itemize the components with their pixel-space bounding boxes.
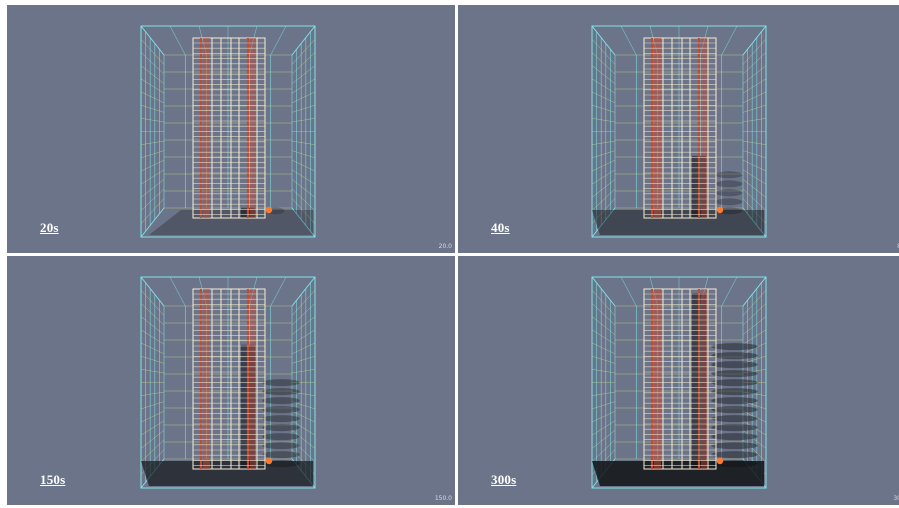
time-label: 40s — [491, 220, 510, 235]
time-label: 300s — [491, 472, 517, 487]
time-counter: 20.0 — [438, 243, 452, 250]
smoke-plume — [141, 344, 313, 486]
smoke-plume — [592, 155, 764, 235]
time-label: 20s — [40, 220, 59, 235]
fire-source — [716, 206, 724, 214]
fire-source — [716, 457, 724, 465]
simulation-render — [140, 276, 316, 489]
building-model — [643, 37, 717, 219]
simulation-panel-20s: 20s 20.0 — [7, 5, 455, 253]
building-model — [643, 288, 717, 470]
time-label: 150s — [40, 472, 66, 487]
building-model — [192, 37, 266, 219]
domain-grid — [140, 25, 316, 238]
simulation-panel-40s: 40s 8 — [458, 5, 899, 253]
simulation-render — [591, 276, 767, 489]
fire-source — [265, 206, 273, 214]
fire-source — [265, 457, 273, 465]
time-counter: 150.0 — [434, 495, 452, 502]
time-counter: 30 — [893, 495, 899, 502]
simulation-panel-150s: 150s 150.0 — [7, 256, 455, 505]
smoke-plume — [592, 293, 764, 486]
building-model — [192, 288, 266, 470]
time-counter: 8 — [897, 243, 899, 250]
simulation-panel-300s: 300s 30 — [458, 256, 899, 505]
simulation-render — [140, 25, 316, 238]
simulation-render — [591, 25, 767, 238]
